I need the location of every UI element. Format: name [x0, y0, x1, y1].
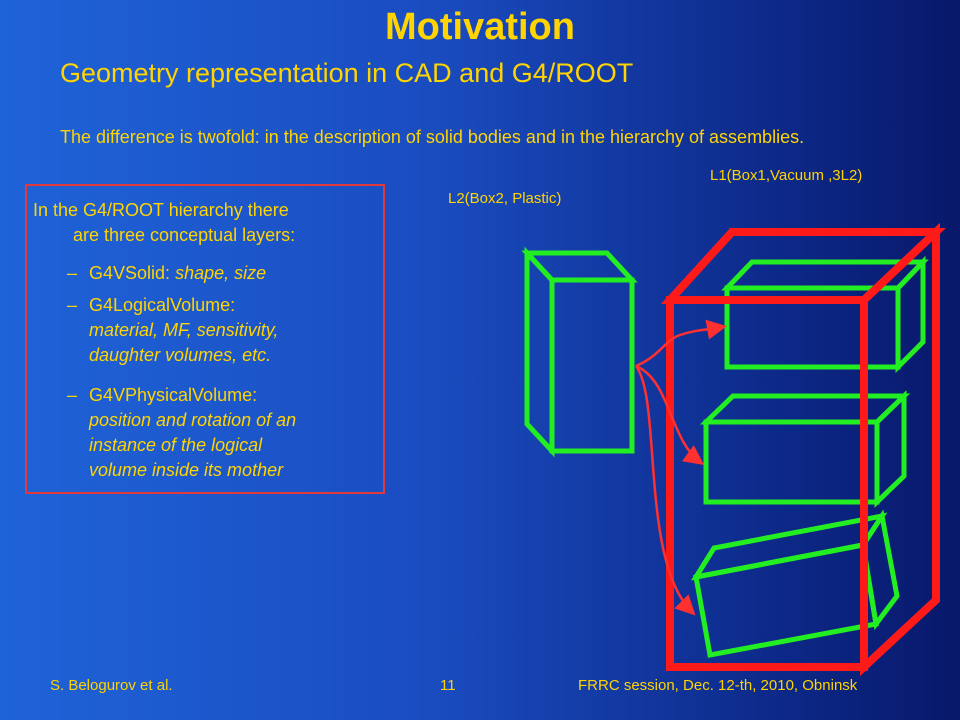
layers-box: In the G4/ROOT hierarchy there are three… — [25, 184, 385, 494]
l2-box — [521, 246, 638, 458]
layer-name: G4LogicalVolume: — [89, 295, 236, 315]
layer-desc: daughter volumes, etc. — [89, 345, 272, 365]
daughter-box-bottom — [690, 509, 900, 658]
layer-desc: volume inside its mother — [89, 460, 284, 480]
slide-title: Motivation — [385, 6, 575, 48]
l1-box — [660, 222, 947, 677]
footer-author: S. Belogurov et al. — [50, 677, 173, 694]
layer-desc: material, MF, sensitivity, — [89, 320, 279, 340]
layer-desc: position and rotation of an — [89, 410, 297, 430]
slide-subtitle: Geometry representation in CAD and G4/RO… — [60, 58, 634, 88]
placement-arrows — [634, 319, 727, 616]
layer-name: G4VPhysicalVolume: — [89, 385, 258, 405]
label-l2: L2(Box2, Plastic) — [448, 190, 561, 207]
daughter-box-middle — [699, 390, 911, 508]
label-l1: L1(Box1,Vacuum ,3L2) — [710, 167, 862, 184]
layer-item-physical: – G4VPhysicalVolume: position and rotati… — [67, 383, 297, 483]
lead-line-1: In the G4/ROOT hierarchy there — [33, 200, 289, 220]
footer-page-number: 11 — [440, 677, 456, 694]
layer-item-logical: – G4LogicalVolume: material, MF, sensiti… — [67, 293, 279, 368]
layer-desc: instance of the logical — [89, 435, 263, 455]
layer-item-solid: – G4VSolid: shape, size — [67, 263, 267, 283]
footer-event: FRRC session, Dec. 12-th, 2010, Obninsk — [578, 677, 858, 694]
layer-desc: shape, size — [175, 263, 267, 283]
layer-name: G4VSolid: — [89, 263, 171, 283]
lead-line-2: are three conceptual layers: — [73, 225, 296, 245]
daughter-box-top — [721, 255, 929, 374]
layers-lead: In the G4/ROOT hierarchy there are three… — [33, 198, 295, 248]
intro-paragraph: The difference is twofold: in the descri… — [60, 127, 805, 147]
